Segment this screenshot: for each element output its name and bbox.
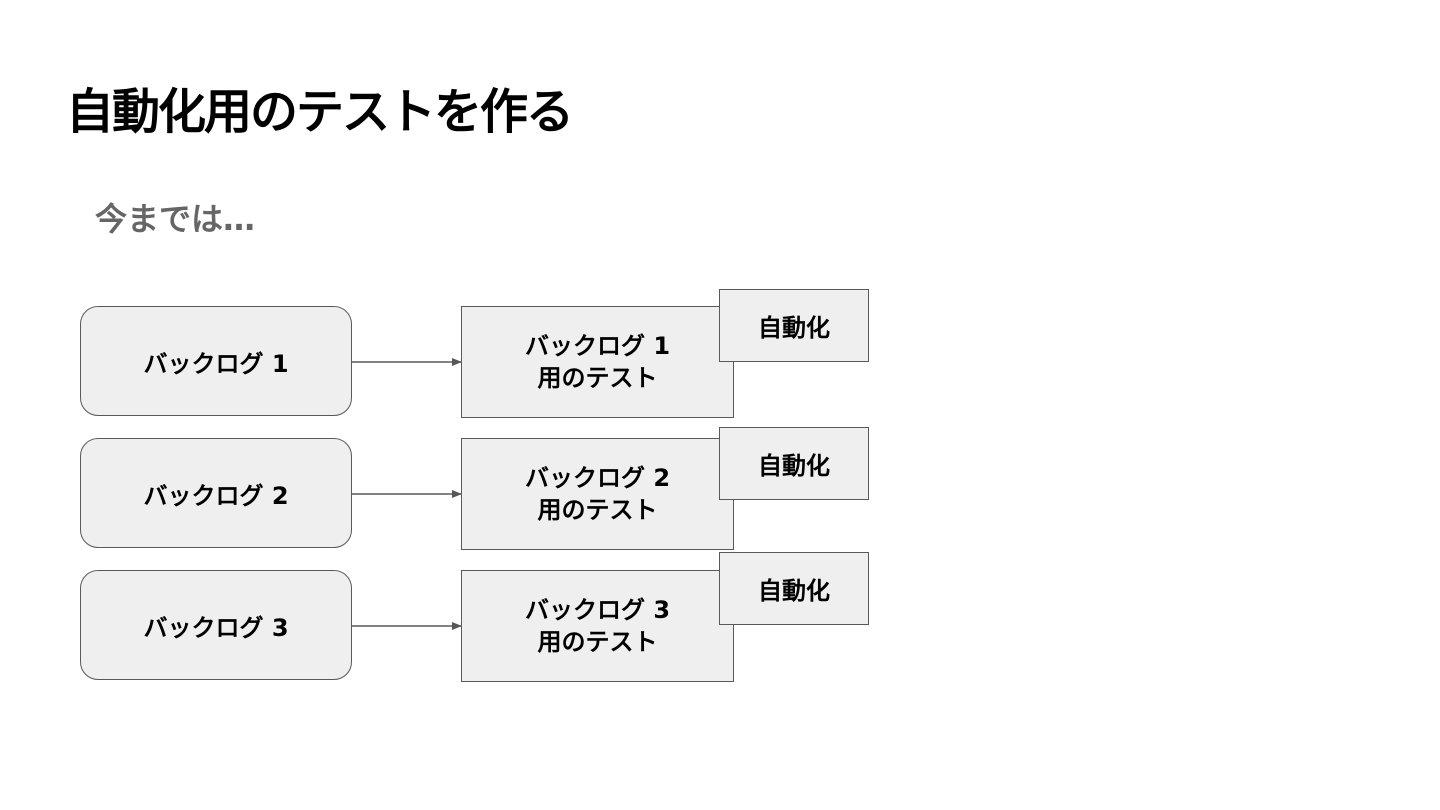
automation-box-1: 自動化 (719, 289, 869, 362)
slide-subtitle: 今までは… (95, 200, 256, 238)
slide-title: 自動化用のテストを作る (66, 84, 574, 140)
backlog-box-3: バックログ 3 (80, 570, 352, 680)
backlog-label: バックログ 3 (143, 613, 289, 642)
backlog-label: バックログ 2 (143, 481, 289, 510)
automation-label: 自動化 (758, 314, 830, 342)
test-box-2: バックログ 2 用のテスト (461, 438, 734, 550)
test-label-line1: バックログ 1 (524, 331, 671, 360)
backlog-label: バックログ 1 (143, 349, 289, 378)
test-box-3: バックログ 3 用のテスト (461, 570, 734, 682)
test-label-line1: バックログ 3 (524, 595, 671, 624)
automation-box-2: 自動化 (719, 427, 869, 500)
backlog-box-2: バックログ 2 (80, 438, 352, 548)
automation-label: 自動化 (758, 452, 830, 480)
test-label-line2: 用のテスト (537, 628, 658, 656)
test-label-line2: 用のテスト (537, 496, 658, 524)
test-label-line2: 用のテスト (537, 364, 658, 392)
automation-box-3: 自動化 (719, 552, 869, 625)
backlog-box-1: バックログ 1 (80, 306, 352, 416)
test-label-line1: バックログ 2 (524, 463, 671, 492)
test-box-1: バックログ 1 用のテスト (461, 306, 734, 418)
automation-label: 自動化 (758, 577, 830, 605)
